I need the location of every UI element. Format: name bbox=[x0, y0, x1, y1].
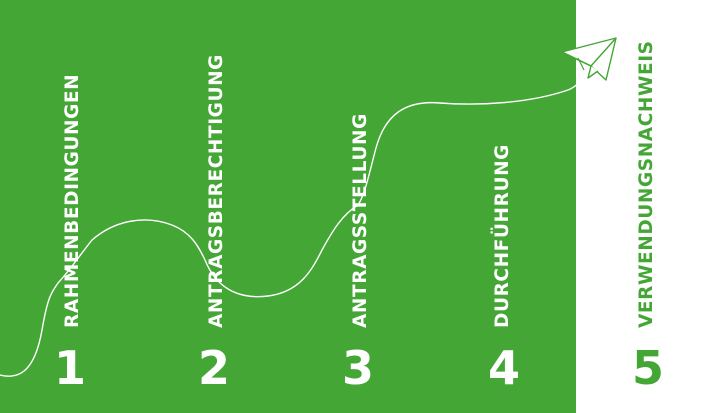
step-1-label: RAHMENBEDINGUNGEN bbox=[62, 73, 83, 328]
step-3-label: ANTRAGSSTELLUNG bbox=[350, 113, 371, 328]
step-5-number: 5 bbox=[631, 341, 664, 395]
step-4-label: DURCHFÜHRUNG bbox=[492, 144, 513, 328]
step-5-label: VERWENDUNGSNACHWEIS bbox=[636, 40, 657, 328]
step-4-number: 4 bbox=[487, 341, 520, 395]
step-2-number: 2 bbox=[197, 341, 230, 395]
step-1-number: 1 bbox=[53, 341, 86, 395]
step-2-label: ANTRAGSBERECHTIGUNG bbox=[206, 54, 227, 328]
step-3-number: 3 bbox=[341, 341, 374, 395]
